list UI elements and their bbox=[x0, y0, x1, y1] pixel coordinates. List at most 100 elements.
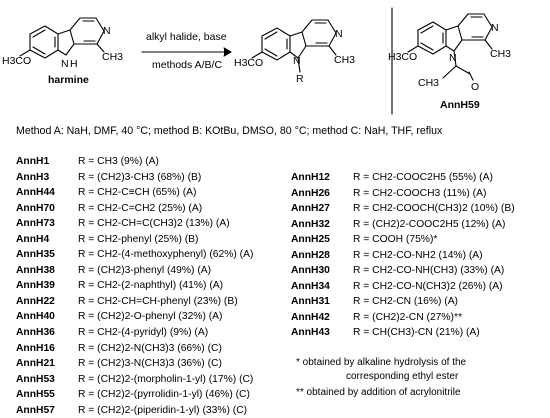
compound-code: AnnH16 bbox=[16, 342, 55, 354]
harmine-methyl: CH3 bbox=[102, 51, 123, 63]
compound-code: AnnH53 bbox=[16, 373, 55, 385]
list-item: AnnH39 R = CH2-(2-naphthyl) (41%) (A) bbox=[16, 278, 253, 294]
footnote-hydrolysis: * obtained by alkaline hydrolysis of the bbox=[296, 357, 467, 368]
compound-code: AnnH70 bbox=[16, 202, 55, 214]
compound-substituent: R = CH2-(4-methoxyphenyl) (62%) (A) bbox=[78, 249, 254, 261]
compound-substituent: R = (CH2)2-(morpholin-1-yl) (17%) (C) bbox=[78, 373, 254, 385]
list-item: AnnH53 R = (CH2)2-(morpholin-1-yl) (17%) … bbox=[16, 372, 253, 388]
list-item: AnnH40 R = (CH2)2-O-phenyl (32%) (A) bbox=[16, 309, 253, 325]
compound-substituent: R = (CH2)2-COOC2H5 (12%) (A) bbox=[353, 218, 506, 230]
harmine-ring-n: N bbox=[103, 25, 111, 37]
product-methoxy: H3CO bbox=[234, 57, 263, 69]
compound-substituent: R = (CH2)2-(piperidin-1-yl) (33%) (C) bbox=[78, 404, 248, 416]
compound-substituent: R = (CH2)2-(pyrrolidin-1-yl) (46%) (C) bbox=[78, 389, 250, 401]
list-item: AnnH4 R = CH2-phenyl (25%) (B) bbox=[16, 232, 253, 248]
compound-code: AnnH32 bbox=[291, 218, 330, 230]
list-item: AnnH12 R = CH2-COOC2H5 (55%) (A) bbox=[291, 170, 515, 186]
annh59-methoxy: H3CO bbox=[388, 51, 417, 63]
compound-code: AnnH40 bbox=[16, 311, 55, 323]
compound-substituent: R = (CH2)2-N(CH3)3 (66%) (C) bbox=[78, 342, 222, 354]
harmine-methoxy: H3CO bbox=[2, 55, 31, 67]
compound-substituent: R = CH2-CO-NH2 (14%) (A) bbox=[353, 249, 483, 261]
compound-substituent: R = CH2-C=CH2 (25%) (A) bbox=[78, 202, 203, 214]
compound-substituent: R = CH2-(4-pyridyl) (9%) (A) bbox=[78, 327, 209, 339]
compound-substituent: R = (CH2)3-N(CH3)3 (36%) (C) bbox=[78, 358, 222, 370]
annh59-methyl: CH3 bbox=[490, 48, 511, 60]
compound-code: AnnH34 bbox=[291, 280, 330, 292]
compound-code: AnnH25 bbox=[291, 234, 330, 246]
list-item: AnnH73 R = CH2-CH=C(CH3)2 (13%) (A) bbox=[16, 216, 253, 232]
compound-substituent: R = CH2-COOC2H5 (55%) (A) bbox=[353, 172, 493, 183]
list-item: AnnH34 R = CH2-CO-N(CH3)2 (26%) (A) bbox=[291, 279, 515, 295]
compound-substituent: R = CH2-C≡CH (65%) (A) bbox=[78, 187, 197, 199]
product-methyl: CH3 bbox=[334, 54, 355, 66]
compound-substituent: R = CH2-CH=C(CH3)2 (13%) (A) bbox=[78, 218, 230, 230]
footnote-hydrolysis-cont: corresponding ethyl ester bbox=[346, 371, 459, 382]
compound-code: AnnH36 bbox=[16, 327, 55, 339]
annh59-name: AnnH59 bbox=[440, 99, 480, 111]
compound-substituent: R = CH(CH3)-CN (21%) (A) bbox=[353, 327, 480, 339]
compound-code: AnnH39 bbox=[16, 280, 55, 292]
compound-code: AnnH12 bbox=[291, 172, 330, 183]
list-item: AnnH57 R = (CH2)2-(piperidin-1-yl) (33%) … bbox=[16, 403, 253, 418]
list-item: AnnH36 R = CH2-(4-pyridyl) (9%) (A) bbox=[16, 325, 253, 341]
annh59-structure bbox=[407, 13, 493, 81]
compound-code: AnnH28 bbox=[291, 249, 330, 261]
annh59-carbonyl-o: O bbox=[471, 81, 479, 93]
product-structure bbox=[251, 19, 337, 73]
compound-code: AnnH73 bbox=[16, 218, 55, 230]
compound-substituent: R = COOH (75%)* bbox=[353, 234, 438, 246]
compound-code: AnnH43 bbox=[291, 327, 330, 339]
compound-code: AnnH57 bbox=[16, 404, 55, 416]
compound-code: AnnH22 bbox=[16, 295, 55, 307]
compound-code: AnnH44 bbox=[16, 187, 55, 199]
list-item: AnnH32 R = (CH2)2-COOC2H5 (12%) (A) bbox=[291, 217, 515, 233]
compound-code: AnnH55 bbox=[16, 389, 55, 401]
list-item: AnnH70 R = CH2-C=CH2 (25%) (A) bbox=[16, 201, 253, 217]
compound-substituent: R = CH2-COOCH3 (11%) (A) bbox=[353, 187, 487, 199]
list-item: AnnH55 R = (CH2)2-(pyrrolidin-1-yl) (46%)… bbox=[16, 387, 253, 403]
product-indole-n: N bbox=[293, 55, 301, 67]
compound-substituent: R = CH2-CO-N(CH3)2 (26%) (A) bbox=[353, 280, 503, 292]
compound-substituent: R = CH3 (9%) (A) bbox=[78, 156, 159, 167]
compound-substituent: R = (CH2)3-CH3 (68%) (B) bbox=[78, 171, 202, 183]
compound-substituent: R = CH2-CO-NH(CH3) (33%) (A) bbox=[353, 265, 505, 277]
compound-code: AnnH1 bbox=[16, 156, 50, 167]
product-r-group: R bbox=[296, 73, 304, 85]
list-item: AnnH21 R = (CH2)3-N(CH3)3 (36%) (C) bbox=[16, 356, 253, 372]
list-item: AnnH1 R = CH3 (9%) (A) bbox=[16, 154, 253, 170]
harmine-name: harmine bbox=[48, 74, 89, 86]
list-item: AnnH22 R = CH2-CH=CH-phenyl (23%) (B) bbox=[16, 294, 253, 310]
annh59-ring-n: N bbox=[491, 22, 499, 34]
footnote-acrylonitrile: ** obtained by addition of acrylonitrile bbox=[296, 387, 461, 398]
compound-code: AnnH21 bbox=[16, 358, 55, 370]
compound-substituent: R = CH2-(2-naphthyl) (41%) (A) bbox=[78, 280, 224, 292]
compound-code: AnnH38 bbox=[16, 264, 55, 276]
list-item: AnnH28 R = CH2-CO-NH2 (14%) (A) bbox=[291, 248, 515, 264]
list-item: AnnH38 R = (CH2)3-phenyl (49%) (A) bbox=[16, 263, 253, 279]
compound-substituent: R = (CH2)3-phenyl (49%) (A) bbox=[78, 264, 212, 276]
compound-substituent: R = CH2-CH=CH-phenyl (23%) (B) bbox=[78, 295, 238, 307]
compound-substituent: R = (CH2)2-CN (27%)** bbox=[353, 311, 462, 323]
reaction-scheme: alkyl halide, base methods A/B/C H3CO CH… bbox=[2, 7, 511, 115]
harmine-structure bbox=[19, 17, 105, 59]
list-item: AnnH16 R = (CH2)2-N(CH3)3 (66%) (C) bbox=[16, 341, 253, 357]
methods-description: Method A: NaH, DMF, 40 °C; method B: KOt… bbox=[16, 125, 443, 137]
harmine-nh-n: N bbox=[61, 58, 69, 70]
compound-code: AnnH27 bbox=[291, 203, 330, 215]
list-item: AnnH43 R = CH(CH3)-CN (21%) (A) bbox=[291, 325, 515, 341]
list-item: AnnH25 R = COOH (75%)* bbox=[291, 232, 515, 248]
harmine-nh-h: H bbox=[70, 58, 78, 70]
compound-code: AnnH31 bbox=[291, 296, 330, 308]
compound-substituent: R = (CH2)2-O-phenyl (32%) (A) bbox=[78, 311, 223, 323]
compound-code: AnnH4 bbox=[16, 233, 50, 245]
compound-substituent: R = CH2-phenyl (25%) (B) bbox=[78, 233, 199, 245]
